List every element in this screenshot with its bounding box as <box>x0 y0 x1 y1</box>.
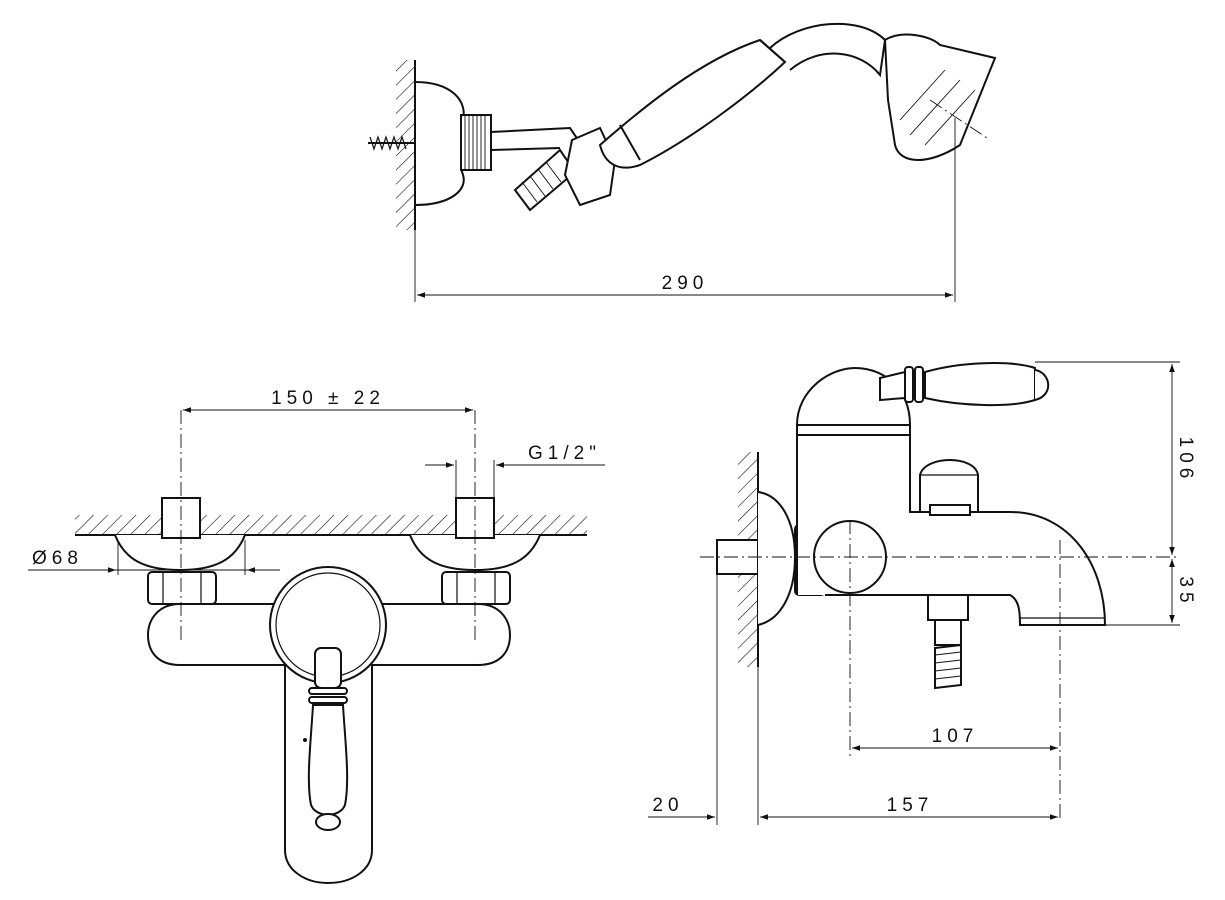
dimension-thread-size: G1/2" <box>425 443 605 498</box>
dimension-inlet-spacing: 150 ± 22 <box>183 388 473 413</box>
diverter-knob <box>919 459 979 516</box>
side-view: 106 35 107 20 157 <box>648 361 1196 825</box>
flange-diameter-label: Ø68 <box>32 548 83 569</box>
body-depth-label: 157 <box>887 795 934 816</box>
knurled-nut <box>460 114 492 171</box>
shower-neck <box>769 22 887 78</box>
wall-hatch-top <box>396 60 416 230</box>
shower-outlet <box>927 594 969 690</box>
right-hex-nut <box>441 571 511 605</box>
left-hex-nut <box>147 571 217 605</box>
handshower-view: 290 <box>368 22 997 302</box>
handshower-length-label: 290 <box>662 273 709 294</box>
total-height-label: 106 <box>1175 437 1196 484</box>
shower-head <box>883 33 997 161</box>
thread-size-label: G1/2" <box>528 443 601 464</box>
spout-drop-label: 35 <box>1175 576 1196 607</box>
side-lever <box>879 362 1050 407</box>
dimension-total-height: 106 <box>1035 361 1196 555</box>
handshower-wall-flange <box>414 81 465 206</box>
inlet-spacing-label: 150 ± 22 <box>271 388 385 409</box>
shower-handle <box>598 38 787 169</box>
dimension-spout-drop: 35 <box>1105 559 1196 626</box>
left-wall-flange <box>114 534 246 572</box>
wall-offset-label: 20 <box>652 795 683 816</box>
dimension-spout-reach: 107 <box>852 726 1058 751</box>
dimension-handshower-length: 290 <box>414 118 956 302</box>
front-lever <box>307 647 349 831</box>
front-view: 150 ± 22 G1/2" Ø68 <box>28 388 605 885</box>
spout-reach-label: 107 <box>932 726 979 747</box>
dimension-flange-diameter: Ø68 <box>28 540 280 575</box>
wall-screw <box>368 135 415 151</box>
side-wall-flange <box>757 491 797 626</box>
dimension-body-depth: 157 <box>760 795 1058 820</box>
dimension-wall-offset: 20 <box>648 574 759 825</box>
hose-thread <box>513 148 577 212</box>
right-wall-flange <box>409 534 541 572</box>
wall-hatch-front <box>75 515 587 536</box>
